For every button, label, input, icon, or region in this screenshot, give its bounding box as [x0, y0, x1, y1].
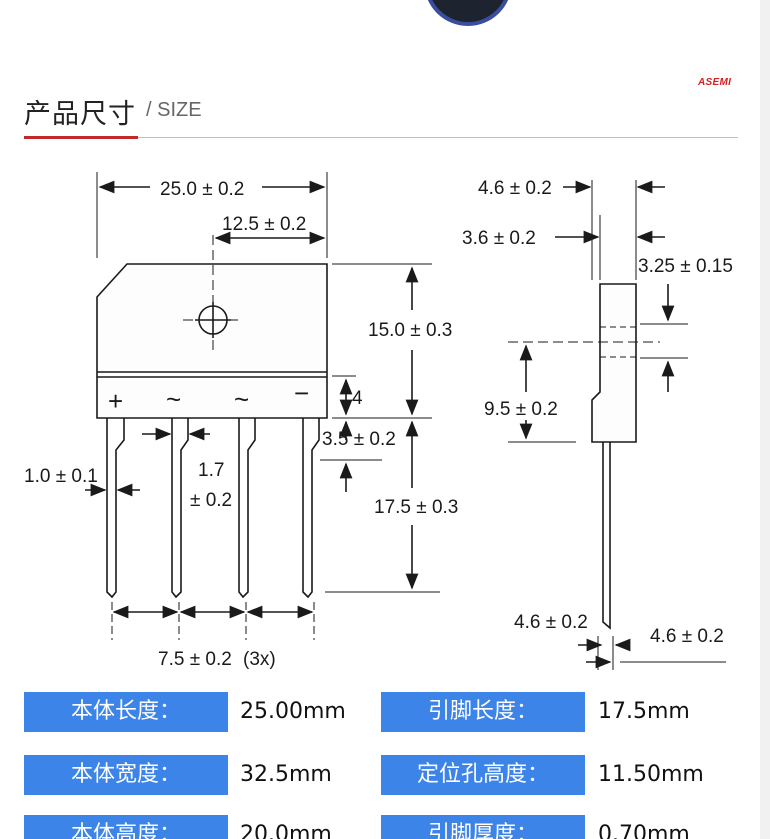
dim-band-height: 4 — [352, 388, 363, 409]
dim-side-mid: 9.5 ± 0.2 — [484, 399, 558, 420]
pin-ac1-label: ~ — [166, 384, 181, 414]
component-body-outline — [96, 263, 328, 419]
spec-value-body-height: 20.0mm — [240, 822, 332, 839]
side-view-lead — [602, 442, 611, 630]
pin-plus-label: + — [108, 386, 123, 416]
dim-body-height: 15.0 ± 0.3 — [368, 320, 452, 341]
dim-side-bottom-right: 4.6 ± 0.2 — [650, 626, 724, 647]
brand-logo: ASEMI — [698, 77, 732, 88]
dim-lead-gap-a: 1.7 — [198, 460, 224, 481]
spec-label-body-length: 本体长度： — [24, 692, 228, 732]
spec-value-lead-length: 17.5mm — [598, 699, 690, 724]
spec-label-body-width: 本体宽度： — [24, 755, 228, 795]
spec-label-hole-height: 定位孔高度： — [381, 755, 585, 795]
spec-value-lead-thickness: 0.70mm — [598, 822, 690, 839]
dim-side-top-a: 4.6 ± 0.2 — [478, 178, 552, 199]
product-image-partial — [424, 0, 512, 26]
spec-value-body-length: 25.00mm — [240, 699, 346, 724]
dim-offset: 3.5 ± 0.2 — [322, 429, 396, 450]
dim-pitch-count: (3x) — [243, 649, 276, 670]
spec-label-lead-thickness: 引脚厚度： — [381, 815, 585, 839]
dim-side-bottom-left: 4.6 ± 0.2 — [514, 612, 588, 633]
dim-lead-width: 1.0 ± 0.1 — [24, 466, 98, 487]
section-subtitle: / SIZE — [146, 99, 202, 121]
dim-lead-length: 17.5 ± 0.3 — [374, 497, 458, 518]
pin-ac2-label: ~ — [234, 384, 249, 414]
scrollbar-track[interactable] — [760, 0, 770, 839]
pin-minus-label: − — [294, 378, 309, 408]
spec-value-body-width: 32.5mm — [240, 762, 332, 787]
section-title: 产品尺寸 — [24, 99, 136, 130]
header-accent-bar — [24, 136, 138, 139]
dimension-drawing: 25.0 ± 0.2 12.5 ± 0.2 15.0 ± 0.3 4 3.5 ±… — [24, 172, 733, 670]
dim-side-right: 3.25 ± 0.15 — [638, 256, 733, 277]
spec-value-hole-height: 11.50mm — [598, 762, 704, 787]
dim-half-width: 12.5 ± 0.2 — [222, 214, 306, 235]
lead-pins — [106, 418, 320, 599]
spec-label-lead-length: 引脚长度： — [381, 692, 585, 732]
dim-pitch: 7.5 ± 0.2 — [158, 649, 232, 670]
dim-lead-gap-b: ± 0.2 — [190, 490, 232, 511]
dim-side-top-b: 3.6 ± 0.2 — [462, 228, 536, 249]
spec-label-body-height: 本体高度： — [24, 815, 228, 839]
header-divider — [24, 137, 738, 138]
dim-total-width: 25.0 ± 0.2 — [160, 179, 244, 200]
side-view-body — [591, 283, 637, 443]
